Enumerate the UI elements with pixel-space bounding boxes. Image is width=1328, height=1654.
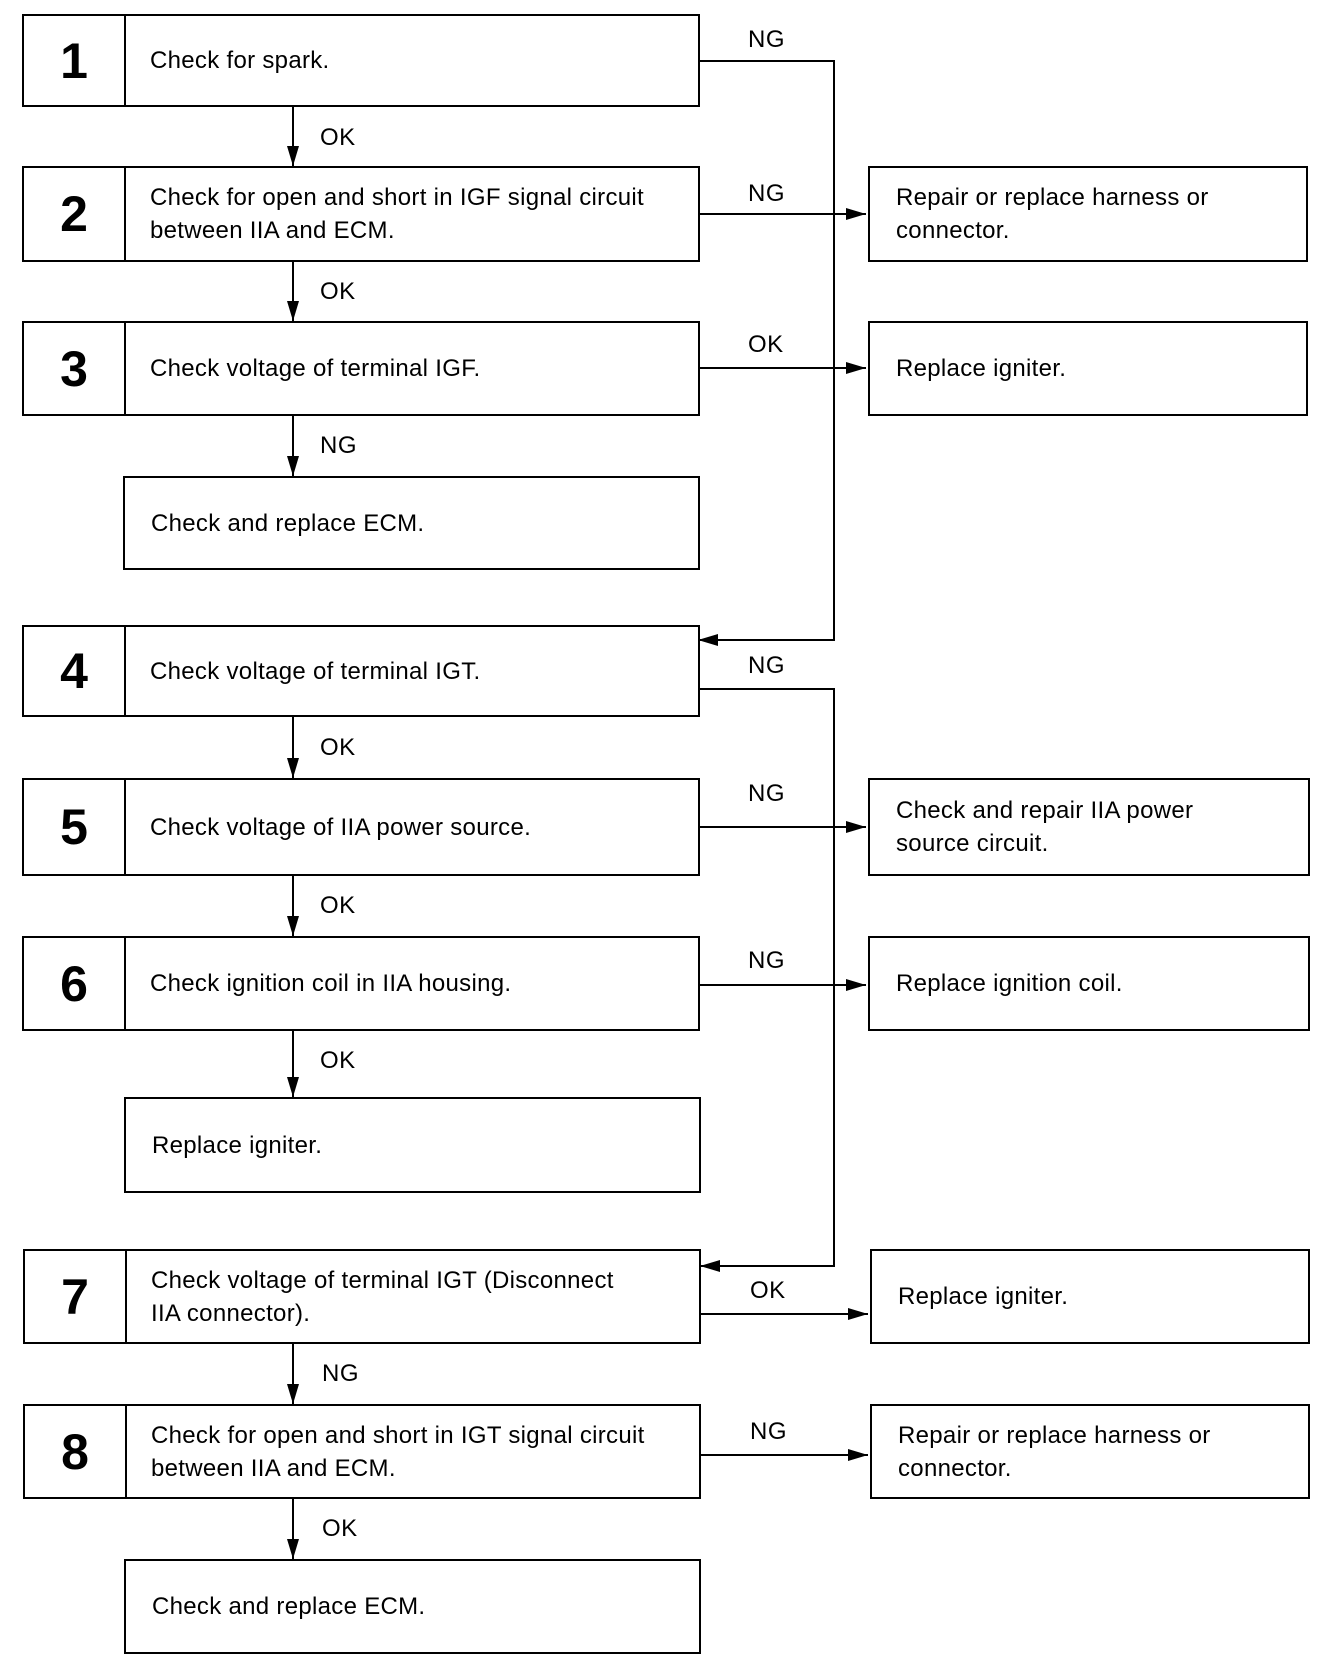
ng-label: NG bbox=[320, 432, 357, 459]
step-number: 5 bbox=[24, 780, 126, 874]
step-number: 3 bbox=[24, 323, 126, 414]
step-text: Check ignition coil in IIA housing. bbox=[150, 970, 512, 997]
result-repair-power-source: Check and repair IIA power source circui… bbox=[868, 778, 1310, 876]
result-check-replace-ecm-1: Check and replace ECM. bbox=[123, 476, 700, 570]
result-replace-igniter-3: Replace igniter. bbox=[870, 1249, 1310, 1344]
step-text: Check for open and short in IGT signal c… bbox=[151, 1421, 645, 1482]
ng-label: NG bbox=[322, 1360, 359, 1387]
ok-label: OK bbox=[322, 1515, 358, 1542]
step-4-box: 4 Check voltage of terminal IGT. bbox=[22, 625, 700, 717]
step-number: 6 bbox=[24, 938, 126, 1029]
step-text: Check voltage of terminal IGT (Disconnec… bbox=[151, 1266, 614, 1327]
result-repair-harness-1: Repair or replace harness or connector. bbox=[868, 166, 1308, 262]
step-number: 2 bbox=[24, 168, 126, 260]
step-number: 8 bbox=[25, 1406, 127, 1497]
result-replace-ignition-coil: Replace ignition coil. bbox=[868, 936, 1310, 1031]
ok-label: OK bbox=[320, 892, 356, 919]
result-text: Replace igniter. bbox=[896, 355, 1067, 382]
ng-bus-1-to-4 bbox=[698, 60, 835, 646]
step-6-box: 6 Check ignition coil in IIA housing. bbox=[22, 936, 700, 1031]
step-8-box: 8 Check for open and short in IGT signal… bbox=[23, 1404, 701, 1499]
result-text: Check and replace ECM. bbox=[152, 1593, 426, 1620]
ok-label: OK bbox=[750, 1277, 786, 1304]
ng-label: NG bbox=[748, 780, 785, 807]
result-text: Check and replace ECM. bbox=[151, 509, 425, 537]
ng-label: NG bbox=[748, 26, 785, 53]
result-text: Replace ignition coil. bbox=[896, 970, 1123, 997]
result-replace-igniter-2: Replace igniter. bbox=[868, 321, 1308, 416]
step-3-box: 3 Check voltage of terminal IGF. bbox=[22, 321, 700, 416]
step-number: 1 bbox=[24, 16, 126, 105]
result-text: Check and repair IIA power source circui… bbox=[896, 797, 1194, 857]
ng-bus-4-to-7 bbox=[698, 688, 835, 1272]
ok-label: OK bbox=[320, 734, 356, 761]
ng-label: NG bbox=[750, 1418, 787, 1445]
ok-label: OK bbox=[748, 331, 784, 358]
step-1-box: 1 Check for spark. bbox=[22, 14, 700, 107]
result-replace-igniter-1: Replace igniter. bbox=[124, 1097, 701, 1193]
step-text: Check for spark. bbox=[150, 47, 330, 74]
result-check-replace-ecm-2: Check and replace ECM. bbox=[124, 1559, 701, 1654]
ok-label: OK bbox=[320, 278, 356, 305]
step-number: 7 bbox=[25, 1251, 127, 1342]
result-text: Repair or replace harness or connector. bbox=[896, 184, 1209, 244]
result-text: Replace igniter. bbox=[898, 1283, 1069, 1310]
step-5-box: 5 Check voltage of IIA power source. bbox=[22, 778, 700, 876]
step-text: Check voltage of terminal IGF. bbox=[150, 355, 481, 382]
result-repair-harness-2: Repair or replace harness or connector. bbox=[870, 1404, 1310, 1499]
ok-label: OK bbox=[320, 124, 356, 151]
step-number: 4 bbox=[24, 627, 126, 715]
step-text: Check voltage of IIA power source. bbox=[150, 813, 532, 841]
ok-label: OK bbox=[320, 1047, 356, 1074]
ng-label: NG bbox=[748, 947, 785, 974]
ng-label: NG bbox=[748, 180, 785, 207]
step-text: Check voltage of terminal IGT. bbox=[150, 657, 481, 685]
step-7-box: 7 Check voltage of terminal IGT (Disconn… bbox=[23, 1249, 701, 1344]
result-text: Replace igniter. bbox=[152, 1131, 323, 1159]
step-2-box: 2 Check for open and short in IGF signal… bbox=[22, 166, 700, 262]
step-text: Check for open and short in IGF signal c… bbox=[150, 184, 645, 244]
result-text: Repair or replace harness or connector. bbox=[898, 1421, 1211, 1482]
ng-label: NG bbox=[748, 652, 785, 679]
